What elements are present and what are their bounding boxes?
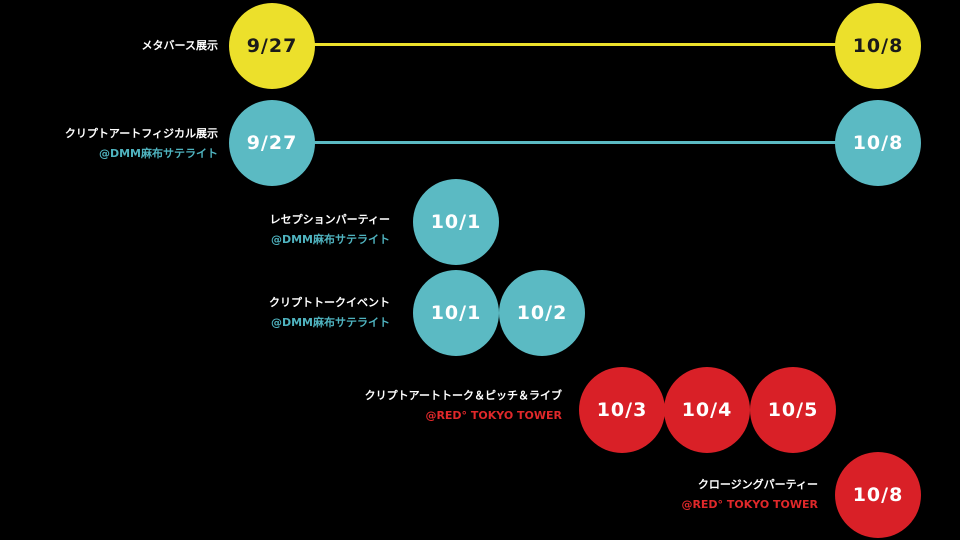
row-title-metaverse: メタバース展示 — [142, 36, 218, 56]
date-circle-start: 9/27 — [229, 100, 315, 186]
event-title: クリプトトークイベント — [269, 296, 390, 309]
date-circle: 10/2 — [499, 270, 585, 356]
date-circle: 10/4 — [664, 367, 750, 453]
date-circle-start: 9/27 — [229, 3, 315, 89]
event-title: メタバース展示 — [141, 39, 218, 52]
row-title-talk-pitch-live: クリプトアートトーク＆ピッチ＆ライブ @RED° TOKYO TOWER — [365, 386, 562, 426]
metaverse-period-line — [300, 43, 860, 46]
date-circle-end: 10/8 — [835, 3, 921, 89]
date-circle-end: 10/8 — [835, 100, 921, 186]
event-title: クリプトアートフィジカル展示 — [64, 127, 218, 140]
event-venue: @DMM麻布サテライト — [270, 316, 390, 329]
date-circle: 10/8 — [835, 452, 921, 538]
event-venue: @RED° TOKYO TOWER — [681, 498, 818, 511]
event-title: クリプトアートトーク＆ピッチ＆ライブ — [364, 389, 562, 402]
event-title: クロージングパーティー — [697, 478, 818, 491]
date-circle: 10/1 — [413, 270, 499, 356]
event-venue: @DMM麻布サテライト — [270, 233, 390, 246]
date-circle: 10/5 — [750, 367, 836, 453]
row-title-reception: レセプションパーティー @DMM麻布サテライト — [270, 210, 390, 250]
date-circle: 10/1 — [413, 179, 499, 265]
row-title-physical-exhibit: クリプトアートフィジカル展示 @DMM麻布サテライト — [65, 124, 218, 164]
event-title: レセプションパーティー — [269, 213, 390, 226]
physical-exhibit-period-line — [300, 141, 860, 144]
date-circle: 10/3 — [579, 367, 665, 453]
row-title-talk-event: クリプトトークイベント @DMM麻布サテライト — [269, 293, 390, 333]
row-title-closing: クロージングパーティー @RED° TOKYO TOWER — [681, 475, 818, 515]
event-venue: @DMM麻布サテライト — [98, 147, 218, 160]
event-venue: @RED° TOKYO TOWER — [425, 409, 562, 422]
